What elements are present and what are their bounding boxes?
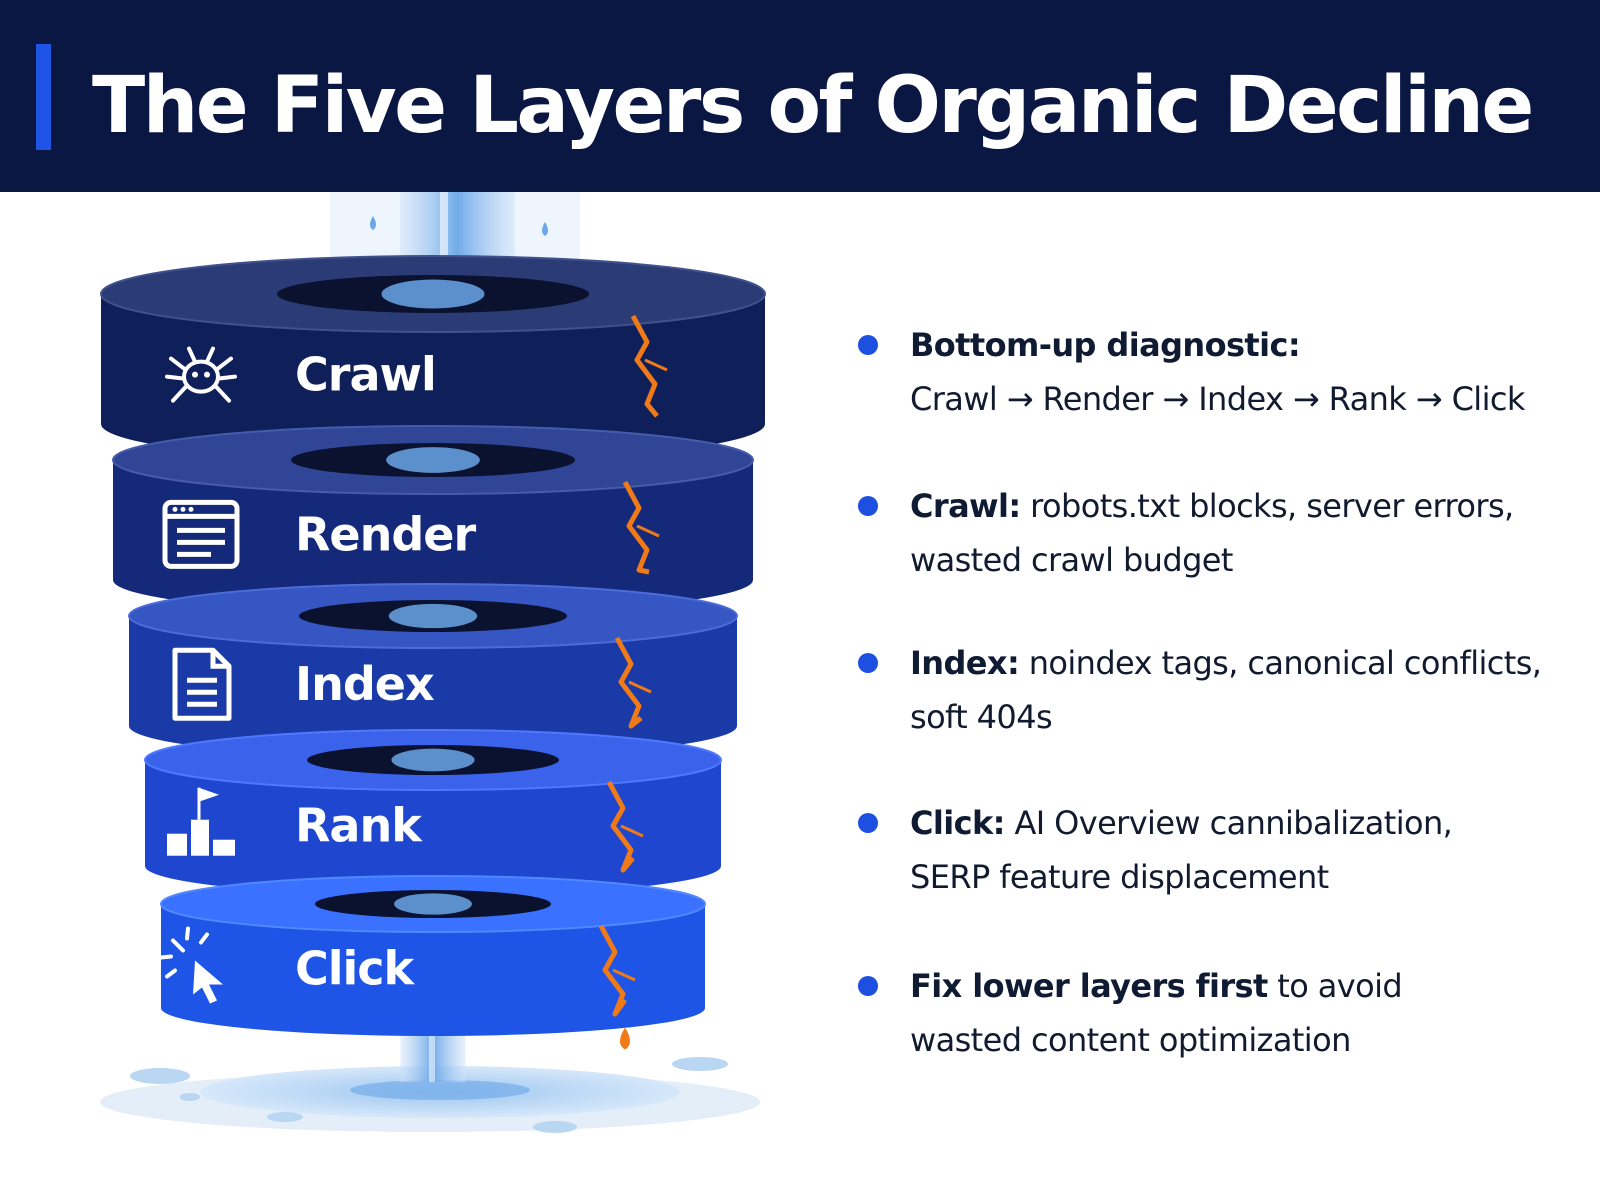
layer-label: Crawl [295,348,436,402]
water-puddle [100,1057,760,1133]
note-text: to avoid [1267,967,1403,1005]
header-banner: The Five Layers of Organic Decline [0,0,1600,192]
browser-window-icon [162,499,240,569]
note-text-line2: wasted content optimization [910,1021,1351,1059]
note-text-line2: Crawl → Render → Index → Rank → Click [910,380,1525,418]
cursor-click-icon [159,926,223,1004]
bullet-dot [858,653,878,673]
water-drop-icon [542,222,548,236]
layer-label: Render [295,507,476,561]
bullet-dot [858,976,878,996]
note-bold: Fix lower layers first [910,967,1268,1005]
title-accent-bar [36,44,51,150]
spider-icon [165,346,237,403]
crack-mark [622,480,650,575]
crack-mark [606,780,635,873]
note-text: robots.txt blocks, server errors, [1020,487,1514,525]
bullet-dot [858,496,878,516]
layer-rank: Rank [144,729,722,909]
note-bold: Bottom-up diagnostic: [910,326,1301,364]
layer-index: Index [128,583,738,771]
crack-mark [598,924,628,1017]
note-text-line2: soft 404s [910,698,1053,736]
note-bold: Crawl: [910,487,1021,525]
note-text-line2: wasted crawl budget [910,541,1233,579]
layer-label: Index [295,657,434,711]
layer-click: Click [159,875,706,1050]
layer-render: Render [112,425,754,626]
note-text: AI Overview cannibalization, [1004,804,1453,842]
document-icon [172,647,232,721]
note-bold: Index: [910,644,1020,682]
page-title: The Five Layers of Organic Decline [92,61,1534,151]
note-text-line2: SERP feature displacement [910,858,1329,896]
crack-mark [614,636,643,729]
layer-label: Click [295,941,416,995]
crack-mark [630,314,659,418]
layer-label: Rank [295,799,423,853]
bullet-dot [858,813,878,833]
podium-flag-icon [167,787,235,856]
water-drop-icon [370,216,376,230]
note-text: noindex tags, canonical conflicts, [1019,644,1542,682]
note-bold: Click: [910,804,1005,842]
leak-drop-icon [620,1027,630,1050]
bullet-dot [858,335,878,355]
layer-crawl: Crawl [100,255,766,473]
